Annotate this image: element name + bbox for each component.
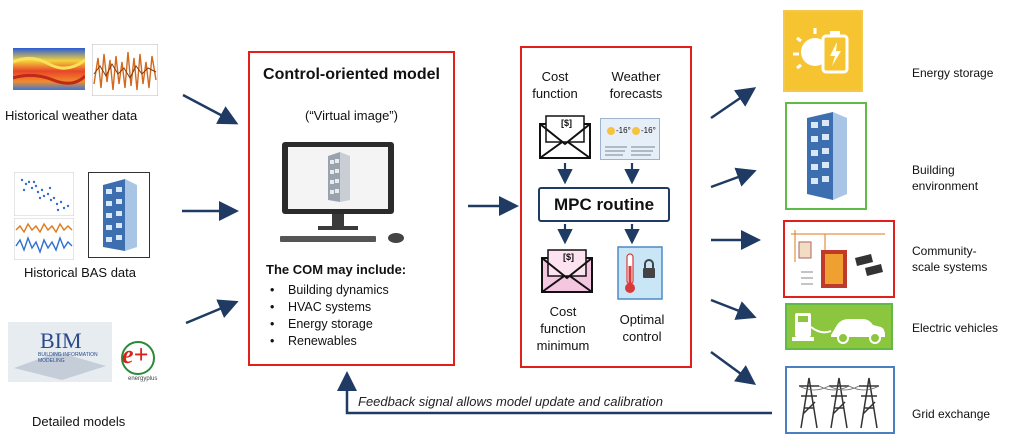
weather-timeseries-thumbnail bbox=[91, 43, 159, 97]
building-environment-tile bbox=[785, 102, 867, 210]
energy-storage-tile bbox=[783, 10, 863, 92]
com-item-renewables: Renewables bbox=[270, 333, 450, 350]
arrow-feedback bbox=[337, 371, 772, 415]
bim-logo-text: BIM bbox=[40, 328, 82, 353]
community-scale-tile bbox=[783, 220, 895, 298]
forecast-temp-2: -16° bbox=[641, 126, 656, 135]
weather-map-thumbnail bbox=[12, 48, 87, 90]
cost-minimum-label: Cost function minimum bbox=[536, 304, 590, 353]
electric-vehicles-label: Electric vehicles bbox=[912, 321, 999, 335]
thermostat-lock-icon bbox=[617, 246, 663, 300]
energyplus-logo bbox=[118, 338, 162, 382]
cost-function-dollar-tag: [$] bbox=[561, 118, 572, 128]
arrow-mpc-to-energy-storage bbox=[710, 87, 757, 120]
bas-line-thumbnail bbox=[13, 217, 75, 261]
com-include-list: Building dynamics HVAC systems Energy st… bbox=[270, 282, 450, 350]
energyplus-logo-subtext: energyplus bbox=[128, 376, 158, 382]
bas-building-icon bbox=[88, 172, 150, 258]
grid-exchange-label: Grid exchange bbox=[912, 407, 991, 421]
energy-storage-label: Energy storage bbox=[912, 66, 994, 80]
com-include-heading: The COM may include: bbox=[266, 262, 407, 277]
bim-logo bbox=[8, 322, 112, 382]
cost-minimum-envelope-icon bbox=[540, 248, 594, 294]
feedback-label: Feedback signal allows model update and … bbox=[358, 394, 663, 409]
grid-exchange-tile bbox=[785, 366, 895, 434]
arrow-mpc-to-ev bbox=[710, 298, 757, 320]
com-item-hvac-systems: HVAC systems bbox=[270, 299, 450, 316]
electric-vehicles-tile bbox=[785, 303, 893, 350]
cost-function-envelope-icon bbox=[538, 114, 592, 160]
cost-minimum-dollar-tag: [$] bbox=[563, 252, 574, 262]
community-scale-label: Community-scale systems bbox=[912, 244, 988, 274]
weather-data-label: Historical weather data bbox=[5, 108, 138, 123]
energyplus-logo-text: e+ bbox=[122, 340, 149, 369]
arrow-mpc-to-grid bbox=[710, 350, 757, 385]
arrow-models-to-com bbox=[185, 299, 239, 325]
bim-logo-subtext: BUILDING INFORMATION MODELING bbox=[38, 352, 98, 364]
building-environment-label: Building environment bbox=[912, 163, 979, 193]
optimal-control-label: Optimal control bbox=[619, 312, 665, 344]
weather-forecast-card-icon bbox=[600, 118, 660, 160]
mpc-inner-arrows bbox=[557, 163, 640, 245]
com-title: Control-oriented model bbox=[263, 66, 440, 83]
bas-data-label: Historical BAS data bbox=[24, 265, 136, 280]
com-item-energy-storage: Energy storage bbox=[270, 316, 450, 333]
detailed-models-label: Detailed models bbox=[32, 414, 126, 429]
cost-function-label: Cost function bbox=[532, 69, 578, 101]
forecast-temp-1: -16° bbox=[616, 126, 631, 135]
weather-forecasts-label: Weather forecasts bbox=[609, 69, 663, 101]
arrow-mpc-to-building bbox=[710, 167, 757, 189]
com-item-building-dynamics: Building dynamics bbox=[270, 282, 450, 299]
computer-monitor-icon bbox=[270, 132, 416, 248]
com-subtitle: (“Virtual image”) bbox=[305, 108, 398, 123]
arrow-weather-to-com bbox=[182, 93, 239, 125]
mpc-routine-block: MPC routine bbox=[538, 187, 670, 222]
